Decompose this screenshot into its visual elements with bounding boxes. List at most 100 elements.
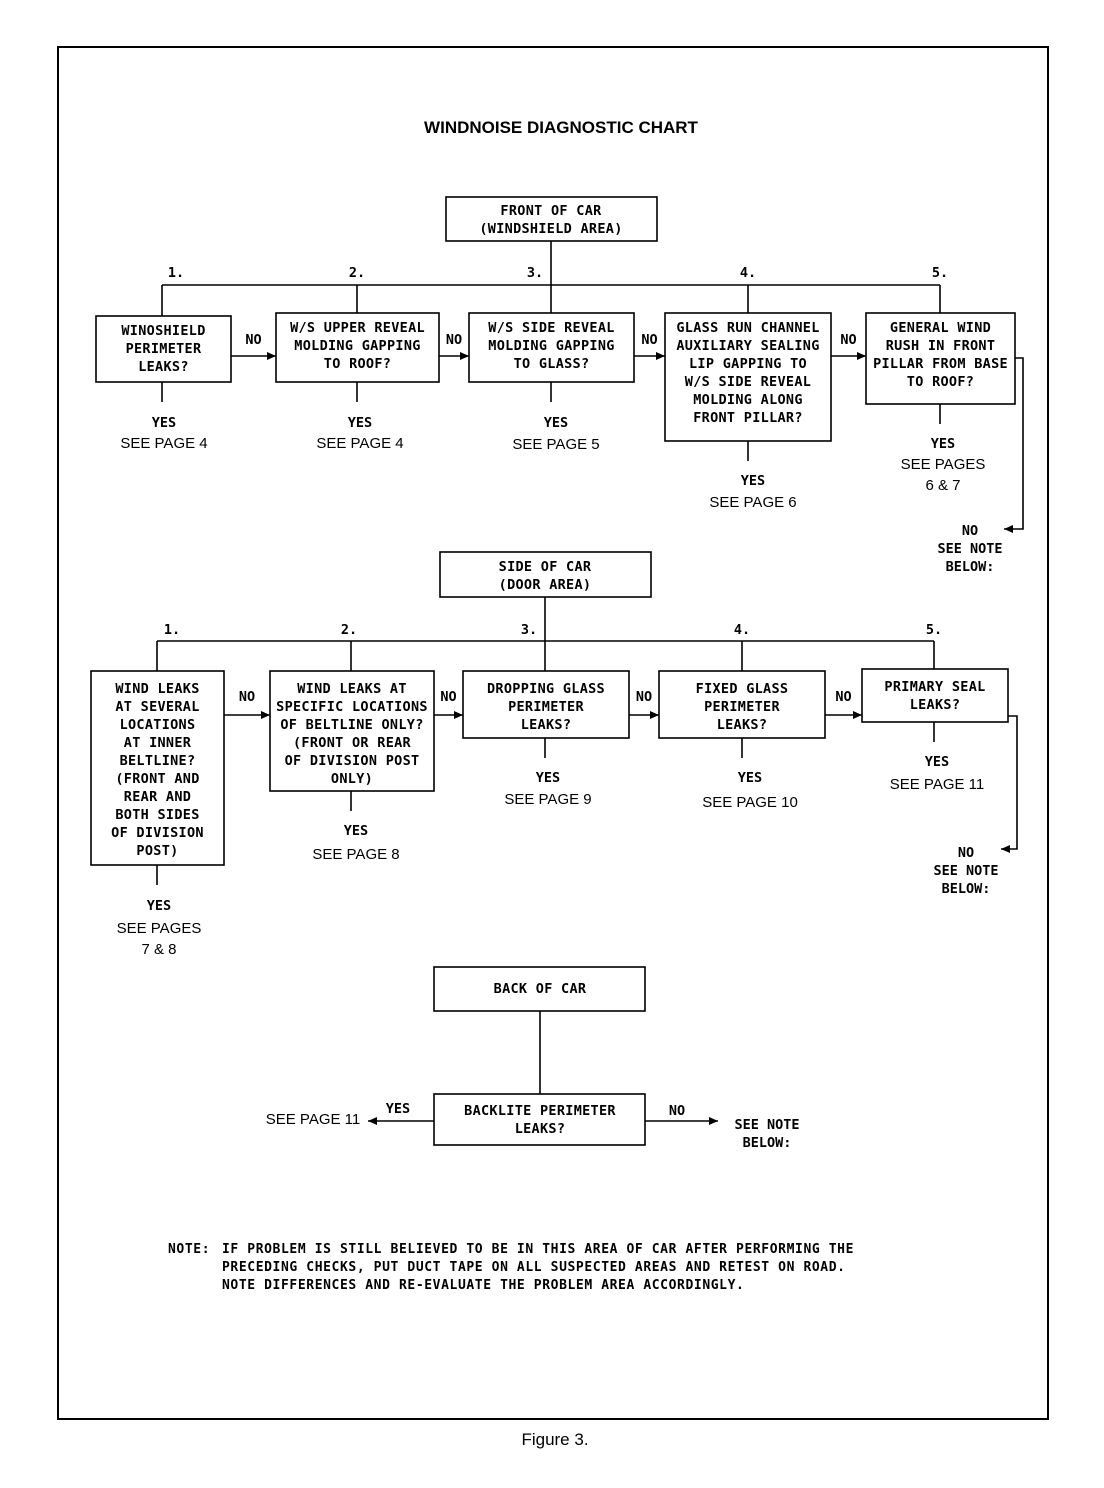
front-step-1-text: LEAKS? xyxy=(138,359,189,375)
front-step-4-text: FRONT PILLAR? xyxy=(693,410,803,426)
front-step-4-see-page: SEE PAGE 6 xyxy=(709,494,796,511)
chart-title: WINDNOISE DIAGNOSTIC CHART xyxy=(424,118,699,137)
side-step-5-see-page: SEE PAGE 11 xyxy=(890,776,985,793)
note-line: PRECEDING CHECKS, PUT DUCT TAPE ON ALL S… xyxy=(222,1260,846,1275)
side-step-3-see-page: SEE PAGE 9 xyxy=(504,791,591,808)
front-step-2-text: MOLDING GAPPING xyxy=(294,338,420,354)
front-final-no-text: NO xyxy=(962,523,978,539)
front-step-3-text: TO GLASS? xyxy=(514,356,590,372)
side-header-box xyxy=(439,551,652,598)
side-step-4-see-page: SEE PAGE 10 xyxy=(702,794,798,811)
yes-label: YES xyxy=(738,770,762,786)
side-step-2-text: (FRONT OR REAR xyxy=(293,735,412,751)
no-label: NO xyxy=(835,689,851,705)
front-header-text: (WINDSHIELD AREA) xyxy=(479,221,622,237)
arrow-head xyxy=(853,711,862,719)
back-header-box xyxy=(433,966,646,1012)
front-step-1-text: WINOSHIELD xyxy=(121,323,205,339)
front-step-3-box xyxy=(468,312,635,383)
arrow-head xyxy=(267,352,276,360)
side-step-4-text: LEAKS? xyxy=(717,717,768,733)
step-number-3: 3. xyxy=(527,265,543,281)
figure-caption: Figure 3. xyxy=(521,1430,588,1449)
front-step-4-box xyxy=(664,312,832,442)
side-step-2-text: WIND LEAKS AT xyxy=(297,681,407,697)
side-step-4-box xyxy=(658,670,826,739)
arrow-head xyxy=(1004,525,1013,533)
yes-label: YES xyxy=(386,1101,410,1117)
step-number-4: 4. xyxy=(734,622,750,638)
yes-label: YES xyxy=(348,415,372,431)
side-step-1-box xyxy=(90,670,225,866)
yes-label: YES xyxy=(344,823,368,839)
arrow-head xyxy=(857,352,866,360)
front-step-3-text: MOLDING GAPPING xyxy=(488,338,614,354)
no-label: NO xyxy=(840,332,856,348)
step-number-1: 1. xyxy=(164,622,180,638)
yes-label: YES xyxy=(147,898,171,914)
side-step-3-box xyxy=(462,670,630,739)
side-step-4-text: FIXED GLASS xyxy=(696,681,789,697)
front-step-5-see-page: SEE PAGES xyxy=(901,456,986,473)
back-yes-see-page: SEE PAGE 11 xyxy=(266,1111,361,1128)
arrow-head xyxy=(368,1117,377,1125)
side-step-5-text: LEAKS? xyxy=(910,697,961,713)
chart-border xyxy=(57,46,1049,1420)
step-number-5: 5. xyxy=(926,622,942,638)
front-step-2-text: W/S UPPER REVEAL xyxy=(290,320,425,336)
arrow-head xyxy=(454,711,463,719)
back-no-see-note: SEE NOTE xyxy=(734,1117,799,1133)
no-label: NO xyxy=(239,689,255,705)
side-step-1-text: AT INNER xyxy=(124,735,192,751)
yes-label: YES xyxy=(741,473,765,489)
yes-label: YES xyxy=(931,436,955,452)
front-step-4-text: AUXILIARY SEALING xyxy=(676,338,819,354)
side-step-5-text: PRIMARY SEAL xyxy=(884,679,985,695)
arrow-head xyxy=(650,711,659,719)
no-label: NO xyxy=(641,332,657,348)
side-step-2-see-page: SEE PAGE 8 xyxy=(312,846,399,863)
side-header-text: (DOOR AREA) xyxy=(499,577,592,593)
side-step-1-text: LOCATIONS xyxy=(120,717,196,733)
front-header-text: FRONT OF CAR xyxy=(500,203,602,219)
front-step-4-text: LIP GAPPING TO xyxy=(689,356,807,372)
side-header-text: SIDE OF CAR xyxy=(499,559,592,575)
side-step-1-text: OF DIVISION xyxy=(111,825,204,841)
no-label: NO xyxy=(446,332,462,348)
side-step-1-see-page: 7 & 8 xyxy=(141,941,176,958)
side-step-4-text: PERIMETER xyxy=(704,699,780,715)
side-step-1-text: (FRONT AND xyxy=(115,771,199,787)
back-question-box xyxy=(433,1093,646,1146)
side-final-no-text: BELOW: xyxy=(942,881,991,897)
back-no-see-note: BELOW: xyxy=(743,1135,792,1151)
step-number-3: 3. xyxy=(521,622,537,638)
side-step-1-text: REAR AND xyxy=(124,789,191,805)
front-step-5-text: TO ROOF? xyxy=(907,374,974,390)
arrow-head xyxy=(261,711,270,719)
arrow-head xyxy=(1001,845,1010,853)
front-final-no-text: BELOW: xyxy=(946,559,995,575)
side-step-1-see-page: SEE PAGES xyxy=(117,920,202,937)
front-final-no-text: SEE NOTE xyxy=(937,541,1002,557)
side-step-5-box xyxy=(861,668,1009,723)
front-step-2-text: TO ROOF? xyxy=(324,356,391,372)
step-number-2: 2. xyxy=(349,265,365,281)
yes-label: YES xyxy=(925,754,949,770)
front-step-1-box xyxy=(95,315,232,383)
side-step-2-text: OF DIVISION POST xyxy=(285,753,420,769)
step-number-4: 4. xyxy=(740,265,756,281)
front-step-3-see-page: SEE PAGE 5 xyxy=(512,436,599,453)
front-step-4-text: W/S SIDE REVEAL xyxy=(685,374,811,390)
step-number-2: 2. xyxy=(341,622,357,638)
step-number-1: 1. xyxy=(168,265,184,281)
side-step-1-text: BELTLINE? xyxy=(120,753,196,769)
side-step-1-text: AT SEVERAL xyxy=(115,699,199,715)
front-step-4-text: MOLDING ALONG xyxy=(693,392,803,408)
arrow-head xyxy=(460,352,469,360)
side-final-no-path xyxy=(1001,715,1018,850)
side-step-2-text: SPECIFIC LOCATIONS xyxy=(276,699,428,715)
no-label: NO xyxy=(440,689,456,705)
front-step-1-text: PERIMETER xyxy=(126,341,202,357)
front-step-3-text: W/S SIDE REVEAL xyxy=(488,320,614,336)
